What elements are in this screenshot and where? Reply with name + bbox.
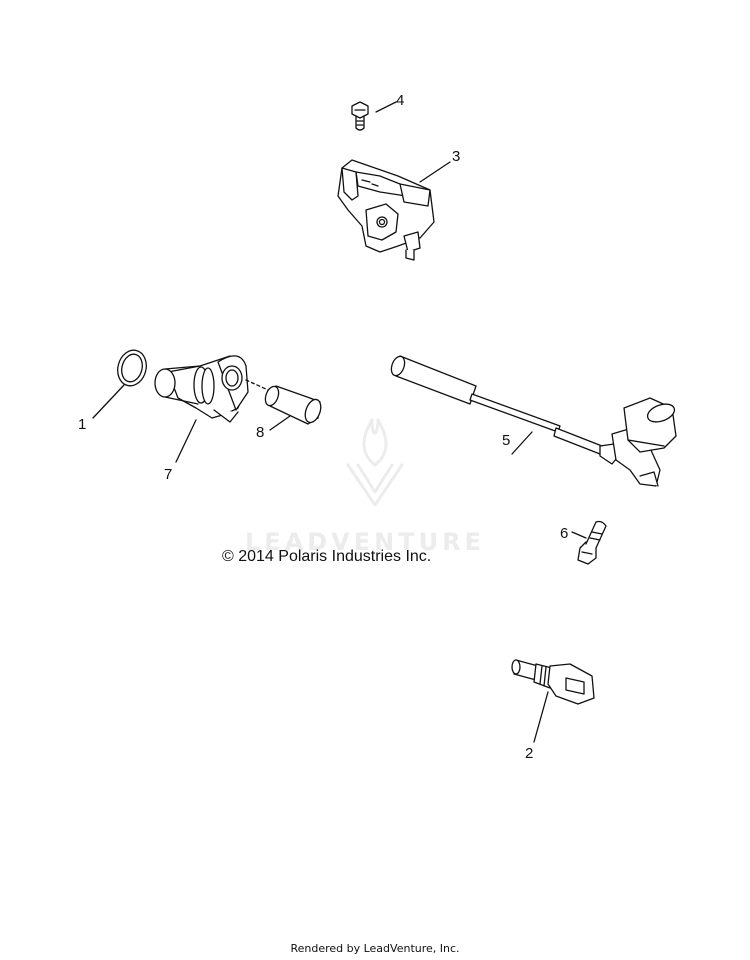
part-5-speed-sensor bbox=[390, 355, 677, 487]
callout-7: 7 bbox=[164, 466, 173, 483]
callout-5: 5 bbox=[502, 432, 511, 449]
callout-4: 4 bbox=[396, 92, 405, 109]
part-7-cam-sensor bbox=[154, 355, 249, 423]
callout-6: 6 bbox=[560, 525, 569, 542]
assembly-line-7-8 bbox=[245, 379, 269, 391]
part-4-bolt bbox=[351, 101, 369, 131]
callout-1: 1 bbox=[78, 416, 87, 433]
part-6-bolt bbox=[577, 520, 607, 565]
leader-1 bbox=[92, 384, 125, 419]
part-2-temp-sensor bbox=[511, 659, 595, 705]
callout-3: 3 bbox=[452, 148, 461, 165]
footer-credit: Rendered by LeadVenture, Inc. bbox=[290, 942, 460, 955]
part-3-map-sensor bbox=[337, 159, 435, 261]
callout-8: 8 bbox=[256, 424, 265, 441]
copyright-notice: © 2014 Polaris Industries Inc. bbox=[222, 548, 432, 565]
leader-5 bbox=[511, 431, 533, 455]
leader-4 bbox=[375, 101, 397, 113]
watermark-logo bbox=[346, 418, 404, 507]
leader-6 bbox=[571, 531, 587, 539]
leader-8 bbox=[269, 415, 291, 431]
leader-7 bbox=[175, 419, 197, 463]
part-8-sleeve bbox=[264, 385, 322, 425]
leader-3 bbox=[419, 161, 451, 183]
part-1-o-ring bbox=[117, 349, 147, 387]
watermark-text: LEADVENTURE bbox=[245, 528, 485, 556]
callout-2: 2 bbox=[525, 745, 534, 762]
leader-2 bbox=[533, 691, 549, 743]
